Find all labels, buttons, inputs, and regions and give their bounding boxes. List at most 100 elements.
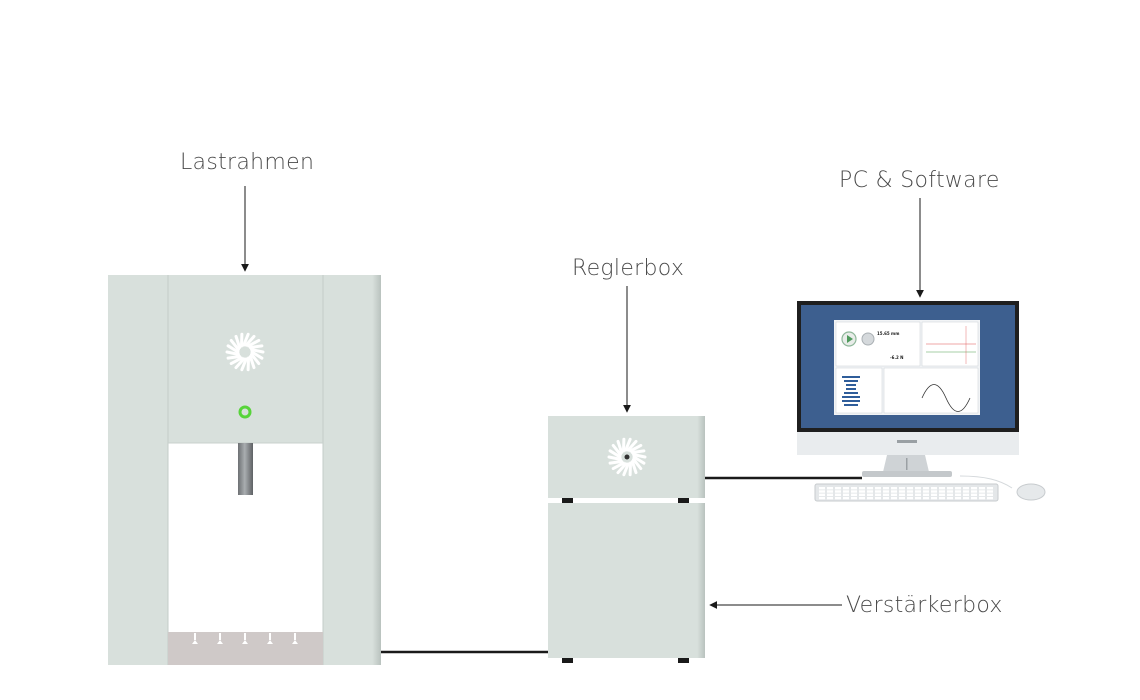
keyboard-key (859, 493, 865, 496)
keyboard-key (843, 493, 849, 496)
label-pc-software: PC & Software (839, 168, 1000, 193)
keyboard-key (875, 493, 881, 496)
keyboard-key (979, 490, 985, 493)
keyboard-key (867, 496, 873, 500)
fan-blade (630, 460, 638, 475)
keyboard-key (955, 493, 961, 496)
fan-blade (630, 449, 646, 454)
keyboard-key (883, 493, 889, 496)
fan-blade (608, 449, 622, 459)
keyboard-key (843, 496, 849, 500)
keyboard-key (875, 496, 881, 500)
keyboard-key (955, 490, 961, 493)
keyboard-key (907, 487, 913, 490)
keyboard-key (827, 496, 833, 500)
keyboard-key (891, 487, 897, 490)
keyboard-key (963, 490, 969, 493)
keyboard-key (923, 493, 929, 496)
keyboard-key (867, 487, 873, 490)
keyboard-key (923, 496, 929, 500)
label-amplifier-box: Verstärkerbox (846, 593, 1003, 618)
keyboard-key (843, 490, 849, 493)
keyboard-key (883, 487, 889, 490)
keyboard-key (851, 493, 857, 496)
fan-blade (226, 344, 240, 354)
fan-blade (629, 443, 643, 453)
keyboard-key (963, 493, 969, 496)
pc-monitor (797, 301, 1019, 477)
fan-blade (244, 334, 256, 347)
keyboard-key (915, 487, 921, 490)
fan-blade (624, 437, 632, 452)
keyboard-key (907, 496, 913, 500)
keyboard-key (875, 490, 881, 493)
keyboard-key (843, 487, 849, 490)
keyboard-key (899, 496, 905, 500)
keyboard-key (963, 487, 969, 490)
controller-box (548, 416, 705, 503)
keyboard-key (971, 493, 977, 496)
fan-blade (240, 357, 248, 372)
fan-blade (608, 460, 624, 465)
keyboard-key (947, 496, 953, 500)
keyboard-key (971, 490, 977, 493)
keyboard-key (835, 487, 841, 490)
load-frame-right-column (323, 275, 381, 665)
fan-blade (616, 439, 624, 454)
keyboard-key (835, 493, 841, 496)
fan-blade (611, 461, 625, 471)
screen-reading-force: -6.2 N (890, 355, 904, 360)
fan-blade (250, 348, 265, 354)
keyboard-key (939, 487, 945, 490)
keyboard-key (987, 490, 993, 493)
amplifier-box (548, 503, 705, 663)
keyboard-key (915, 496, 921, 500)
fan-blade (632, 457, 643, 471)
keyboard-key (899, 487, 905, 490)
fan-vent-icon (225, 332, 265, 372)
keyboard-key (955, 496, 961, 500)
keyboard-key (827, 493, 833, 496)
keyboard-key (867, 490, 873, 493)
keyboard-key (899, 490, 905, 493)
keyboard-key (939, 496, 945, 500)
keyboard-key (931, 490, 937, 493)
keyboard-key (819, 490, 825, 493)
load-frame (108, 275, 381, 665)
fan-blade (248, 344, 264, 349)
fan-blade (607, 455, 622, 461)
fan-blade (250, 352, 261, 366)
keyboard-key (947, 493, 953, 496)
fan-blade (234, 357, 246, 370)
keyboard-key (859, 496, 865, 500)
mouse-icon (1016, 483, 1046, 501)
keyboard-key (819, 493, 825, 496)
keyboard-key (923, 490, 929, 493)
keyboard-key (939, 493, 945, 496)
keyboard-key (947, 487, 953, 490)
keyboard-key (939, 490, 945, 493)
keyboard-key (899, 493, 905, 496)
actuator-rod (238, 443, 253, 495)
keyboard-key (891, 493, 897, 496)
keyboard-key (971, 496, 977, 500)
sine-wave-plot (921, 384, 971, 412)
keyboard-key (931, 487, 937, 490)
keyboard-key (907, 490, 913, 493)
fan-blade (234, 334, 242, 349)
keyboard-key (979, 487, 985, 490)
keyboard-key (931, 496, 937, 500)
keyboard-key (915, 490, 921, 493)
fan-blade (632, 453, 647, 459)
keyboard-key (867, 493, 873, 496)
load-frame-left-column (108, 275, 168, 665)
fan-blade (229, 338, 240, 352)
fan-blade (242, 332, 250, 347)
keyboard-key (851, 496, 857, 500)
keyboard-key (891, 490, 897, 493)
fan-blade (616, 462, 628, 475)
keyboard-key (859, 487, 865, 490)
keyboard-key (963, 496, 969, 500)
keyboard-key (835, 490, 841, 493)
keyboard-key (859, 490, 865, 493)
